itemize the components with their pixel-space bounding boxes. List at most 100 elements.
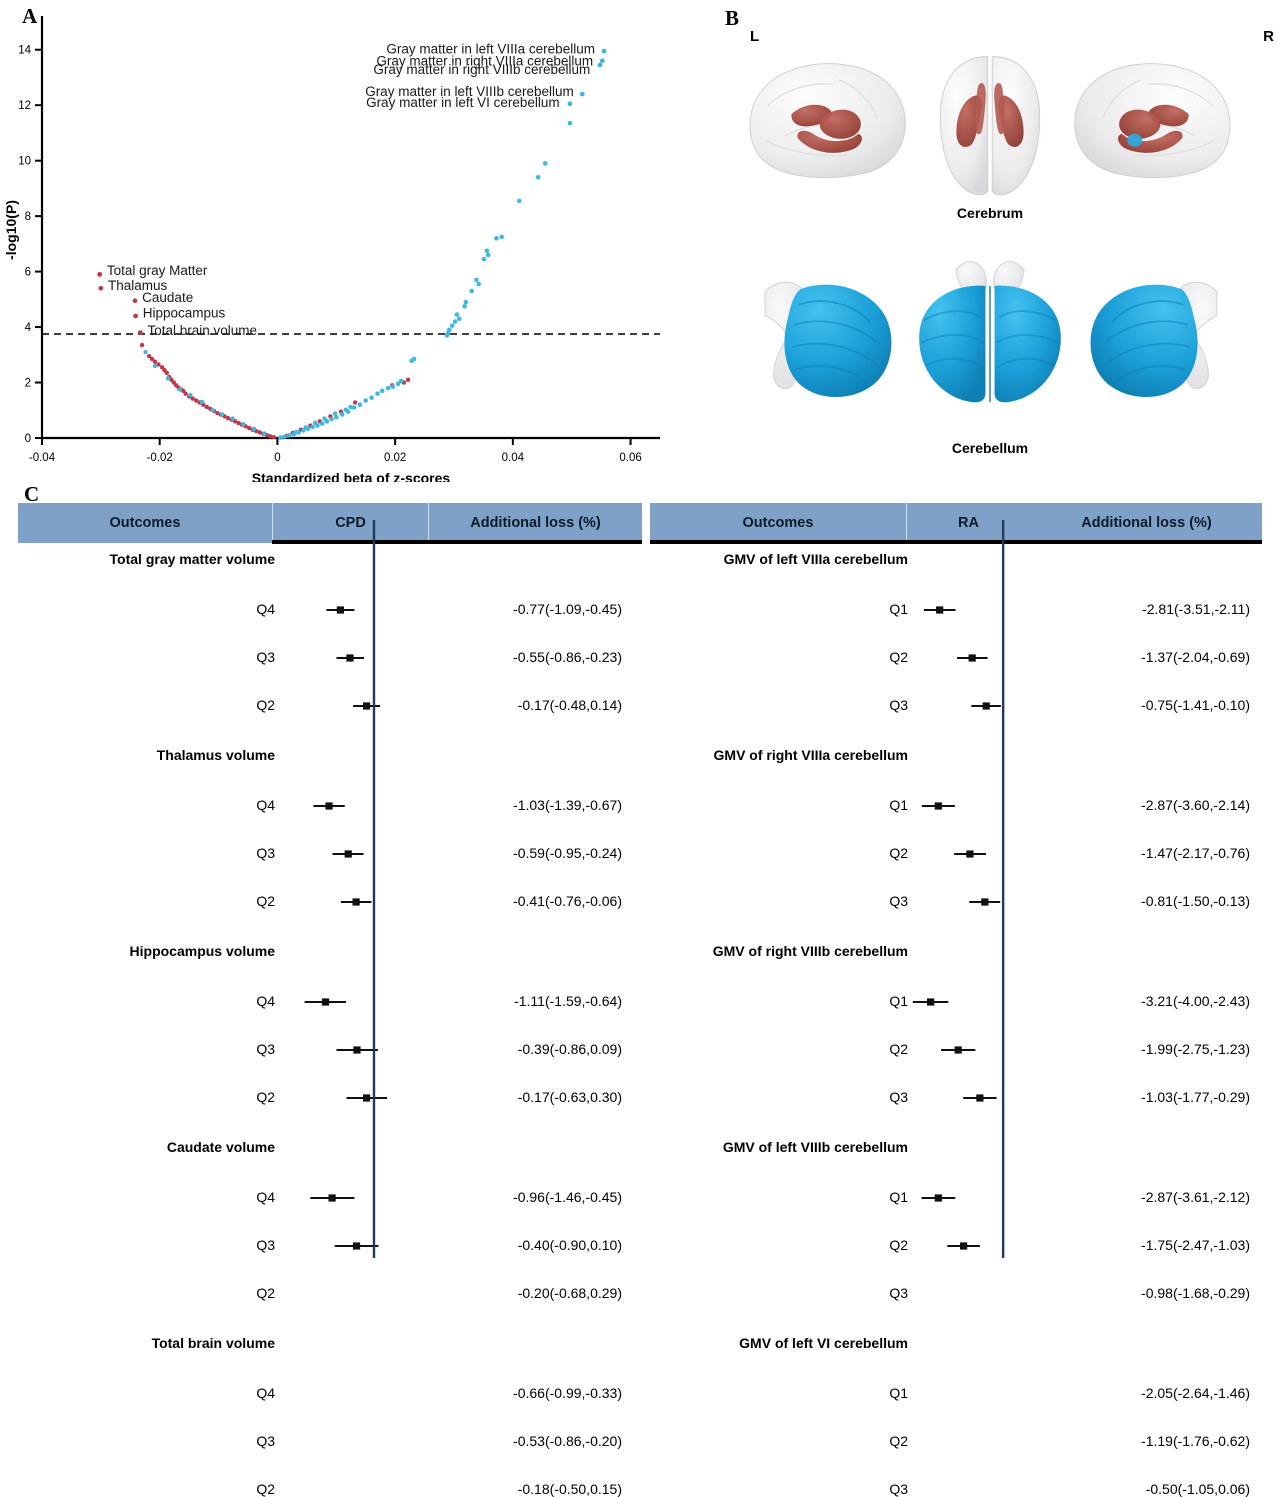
volcano-point — [345, 409, 351, 414]
quartile-label: Q4 — [256, 1189, 275, 1205]
volcano-point — [156, 362, 161, 367]
volcano-annotation: Caudate — [142, 290, 193, 305]
volcano-point — [268, 434, 273, 439]
quartile-label: Q1 — [889, 1189, 908, 1205]
effect-estimate-ci: -1.47(-2.17,-0.76) — [1141, 845, 1250, 861]
roi-region — [956, 95, 982, 148]
volcano-point — [319, 421, 325, 426]
hemisphere-right-marker: R — [1263, 28, 1274, 45]
volcano-point — [236, 420, 241, 426]
cerebellum-caption: Cerebellum — [951, 440, 1029, 456]
cerebrum-caption: Cerebrum — [956, 205, 1024, 221]
outcome-group-title: GMV of left VI cerebellum — [739, 1335, 908, 1351]
cerebellum-lateral-view — [764, 281, 892, 398]
panel-b-letter: B — [725, 6, 740, 30]
brain-lateral-view — [749, 63, 906, 179]
quartile-label: Q2 — [889, 1041, 908, 1057]
header-divider-right-1 — [906, 503, 907, 543]
volcano-point — [339, 412, 345, 417]
brain-superior-view — [939, 56, 1041, 196]
volcano-point — [305, 426, 311, 432]
effect-estimate-ci: -0.75(-1.41,-0.10) — [1141, 697, 1250, 713]
quartile-label: Q1 — [889, 601, 908, 617]
effect-estimate-ci: -0.81(-1.50,-0.13) — [1141, 893, 1250, 909]
volcano-point — [476, 281, 482, 287]
quartile-label: Q4 — [256, 993, 275, 1009]
volcano-point — [143, 349, 148, 355]
volcano-point — [315, 423, 320, 428]
effect-estimate-ci: -0.39(-0.86,0.09) — [517, 1041, 622, 1057]
volcano-point-labeled — [137, 330, 143, 336]
volcano-point — [351, 405, 357, 410]
volcano-point — [444, 333, 450, 338]
quartile-label: Q2 — [889, 649, 908, 665]
volcano-point — [257, 430, 262, 435]
roi-region — [975, 83, 986, 135]
quartile-label: Q3 — [256, 649, 275, 665]
quartile-label: Q1 — [889, 797, 908, 813]
header-additional-loss-right: Additional loss (%) — [1081, 515, 1212, 531]
outcome-group-title: GMV of left VIIIb cerebellum — [722, 1139, 908, 1155]
volcano-point — [262, 431, 267, 436]
volcano-point-labeled — [97, 271, 103, 277]
volcano-point-labeled — [98, 285, 104, 291]
header-additional-loss-left: Additional loss (%) — [470, 515, 601, 531]
volcano-point — [332, 411, 338, 416]
quartile-label: Q3 — [889, 697, 908, 713]
effect-estimate-ci: -1.99(-2.75,-1.23) — [1141, 1041, 1250, 1057]
volcano-point — [348, 404, 353, 410]
volcano-y-tick: 8 — [25, 211, 31, 223]
header-outcomes-left: Outcomes — [109, 515, 181, 531]
cerebellum-roi — [919, 285, 986, 403]
roi-region — [998, 95, 1024, 148]
volcano-point — [379, 388, 385, 394]
volcano-point — [567, 120, 573, 126]
effect-estimate-ci: -1.75(-2.47,-1.03) — [1141, 1237, 1250, 1253]
outcome-group-title: Caudate volume — [166, 1139, 275, 1155]
volcano-y-tick: 4 — [25, 322, 32, 334]
volcano-annotation: Gray matter in left VIIIb cerebellum — [365, 84, 574, 99]
volcano-point — [449, 323, 455, 328]
volcano-point — [152, 363, 158, 369]
effect-estimate-ci: -0.77(-1.09,-0.45) — [513, 601, 622, 617]
panel-c-forest-tables: C Outcomes CPD Additional loss (%) Outco… — [0, 482, 1280, 1497]
cerebellum-posterior-view — [919, 261, 1061, 403]
header-rule-left — [272, 540, 642, 544]
volcano-point — [409, 358, 414, 364]
volcano-point — [177, 387, 182, 392]
volcano-point — [369, 395, 374, 401]
volcano-annotation: Gray matter in right VIIIb cerebellum — [373, 62, 590, 77]
quartile-label: Q2 — [889, 845, 908, 861]
quartile-label: Q2 — [256, 893, 275, 909]
volcano-point-labeled — [132, 298, 138, 304]
header-outcomes-right: Outcomes — [742, 515, 814, 531]
volcano-point — [199, 399, 205, 405]
volcano-point — [395, 381, 401, 387]
volcano-point — [454, 312, 460, 317]
volcano-point — [190, 396, 195, 401]
outcome-group-title: GMV of left VIIIa cerebellum — [723, 551, 908, 567]
effect-estimate-ci: -1.37(-2.04,-0.69) — [1141, 649, 1250, 665]
cerebellum-lateral-view — [1090, 281, 1218, 398]
volcano-annotation: Total gray Matter — [107, 263, 208, 278]
effect-estimate-ci: -1.11(-1.59,-0.64) — [514, 993, 622, 1009]
volcano-point — [494, 236, 499, 241]
panel-b-brains: B L R Cerebrum Cerebellum — [700, 0, 1280, 482]
quartile-label: Q3 — [256, 845, 275, 861]
quartile-label: Q3 — [256, 1041, 275, 1057]
effect-estimate-ci: -1.03(-1.39,-0.67) — [513, 797, 622, 813]
volcano-point — [329, 416, 334, 422]
volcano-point — [485, 252, 491, 258]
volcano-point — [225, 415, 231, 421]
quartile-label: Q1 — [889, 993, 908, 1009]
quartile-label: Q3 — [889, 893, 908, 909]
volcano-point — [146, 353, 152, 359]
volcano-y-tick: 0 — [25, 433, 31, 445]
volcano-point — [246, 425, 252, 431]
volcano-point — [398, 378, 404, 384]
volcano-point — [517, 198, 522, 204]
cerebellum-render — [764, 261, 1218, 403]
volcano-point — [363, 398, 369, 403]
